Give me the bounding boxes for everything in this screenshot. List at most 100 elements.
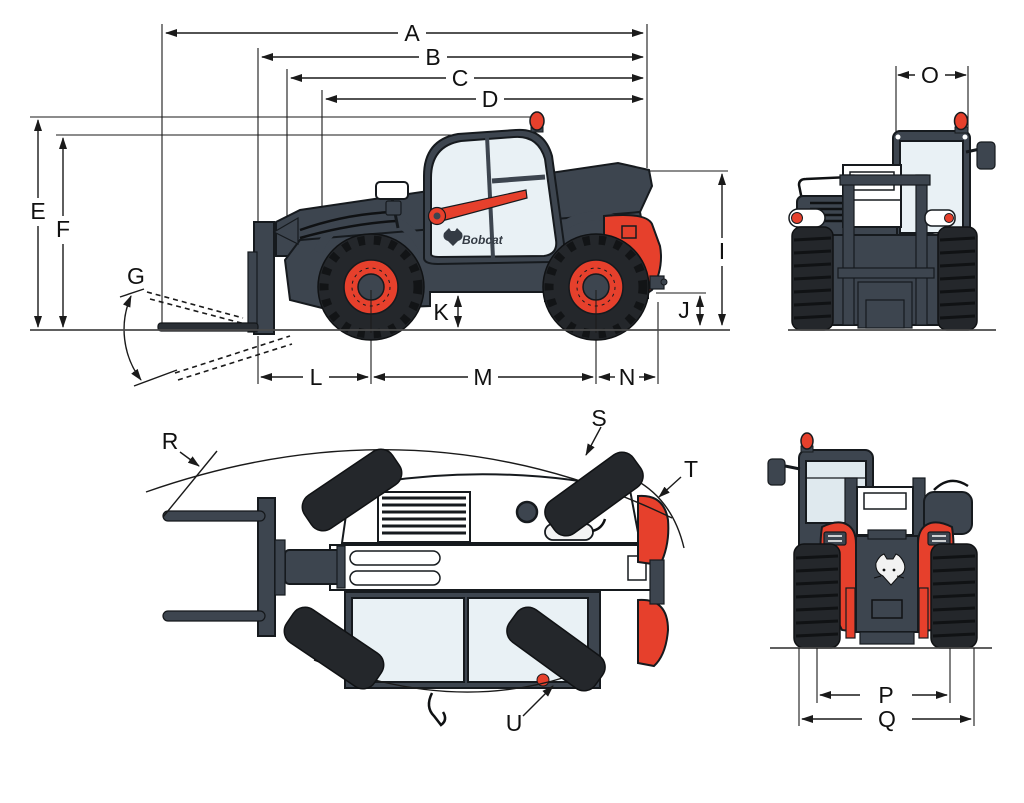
front-axle-head	[284, 549, 344, 585]
dim-U: U	[506, 685, 554, 736]
fork-blade	[157, 322, 259, 332]
rear-machine	[767, 432, 978, 649]
cab-corner-bolt	[962, 134, 968, 140]
beacon-light-icon	[800, 432, 814, 450]
dim-B: B	[261, 44, 644, 70]
hose-loop	[933, 479, 969, 491]
bobcat-logo: Bobcat	[443, 228, 504, 247]
dim-J: J	[678, 295, 704, 326]
work-light-lens	[944, 213, 954, 223]
red-strip-right	[918, 587, 929, 639]
left-tire	[791, 226, 834, 331]
front-view: O	[788, 62, 996, 331]
dim-L: L	[260, 364, 369, 390]
hose-hook	[427, 692, 447, 727]
dim-label-i: I	[719, 238, 725, 264]
dim-label-u: U	[506, 710, 523, 736]
dim-A: A	[165, 20, 644, 46]
tail-light-right	[927, 531, 951, 546]
dim-D: D	[325, 86, 644, 112]
cab-corner-bolt	[895, 134, 901, 140]
bobcat-head-icon	[875, 553, 906, 586]
front-machine	[788, 111, 996, 331]
dim-label-m: M	[473, 364, 492, 390]
left-tire	[793, 543, 841, 649]
mirror-icon	[375, 181, 409, 200]
hitch-pin	[660, 278, 668, 286]
side-machine: Bobcat	[157, 111, 668, 341]
rear-wheel	[542, 233, 650, 341]
dim-label-n: N	[619, 364, 636, 390]
hydraulic-hose	[299, 219, 397, 240]
mirror-icon	[976, 141, 996, 170]
dim-label-l: L	[310, 364, 323, 390]
mast	[837, 174, 935, 329]
panel-lip	[867, 529, 907, 540]
dim-C: C	[290, 65, 644, 91]
boom-section	[856, 486, 914, 536]
dim-K: K	[433, 295, 462, 328]
dim-Q: Q	[798, 648, 975, 732]
axle-flange	[336, 545, 346, 589]
rear-view: P Q	[767, 432, 992, 732]
fuel-cap	[515, 500, 539, 524]
wheel-front-right	[544, 451, 644, 537]
work-light-lens	[791, 212, 803, 224]
rear-bumper	[649, 559, 665, 605]
dim-label-f: F	[56, 216, 70, 242]
rear-red-fender-lower	[637, 598, 670, 668]
tail-light-left	[823, 531, 847, 546]
dim-M: M	[373, 364, 594, 390]
window-bar	[491, 174, 546, 184]
rear-hitch	[859, 631, 915, 645]
dim-label-r: R	[162, 428, 179, 454]
top-view: R S T U	[145, 405, 698, 736]
carriage-hub	[274, 539, 286, 596]
dim-label-a: A	[404, 20, 420, 46]
front-fender	[313, 211, 429, 254]
dim-label-t: T	[684, 456, 698, 482]
cover-latch	[621, 225, 637, 239]
wheel-rear-left	[283, 606, 385, 690]
exhaust-elbow	[591, 518, 607, 533]
dim-I: I	[718, 173, 726, 326]
fork-shank	[247, 251, 258, 333]
mirror-icon	[767, 458, 786, 486]
handrail-hub-center	[433, 212, 441, 220]
dim-label-j: J	[678, 297, 690, 323]
dim-N: N	[598, 364, 656, 390]
fork-top	[162, 510, 266, 522]
rear-red-fender-upper	[637, 494, 670, 567]
mirror-arm	[784, 464, 801, 471]
top-machine	[145, 448, 685, 727]
wheel-front-left	[301, 448, 403, 532]
dim-R: R	[162, 428, 218, 518]
panel-vent	[871, 599, 903, 619]
handrail	[797, 175, 858, 201]
fork-bottom	[162, 610, 266, 622]
dim-F: F	[56, 137, 70, 328]
dim-G-angle: G	[119, 263, 293, 387]
dim-label-g: G	[127, 263, 145, 289]
bobcat-head-icon	[443, 228, 463, 246]
carriage-link	[272, 216, 299, 245]
deck-grille	[377, 491, 471, 543]
dim-label-k: K	[433, 299, 449, 325]
hydraulic-hose	[299, 210, 393, 232]
dim-E: E	[30, 119, 46, 328]
dim-label-b: B	[425, 44, 440, 70]
mirror-bracket	[385, 200, 402, 216]
dim-label-c: C	[452, 65, 469, 91]
bobcat-head-logo	[873, 553, 906, 586]
red-strip-left	[845, 587, 856, 639]
side-view: A B C D E F	[30, 20, 730, 390]
dim-label-s: S	[591, 405, 606, 431]
dim-T: T	[658, 456, 698, 498]
dim-label-d: D	[482, 86, 499, 112]
front-wheel	[317, 233, 425, 341]
dim-S: S	[585, 405, 607, 456]
dim-label-e: E	[30, 198, 45, 224]
wheel-rear-right	[506, 606, 606, 692]
